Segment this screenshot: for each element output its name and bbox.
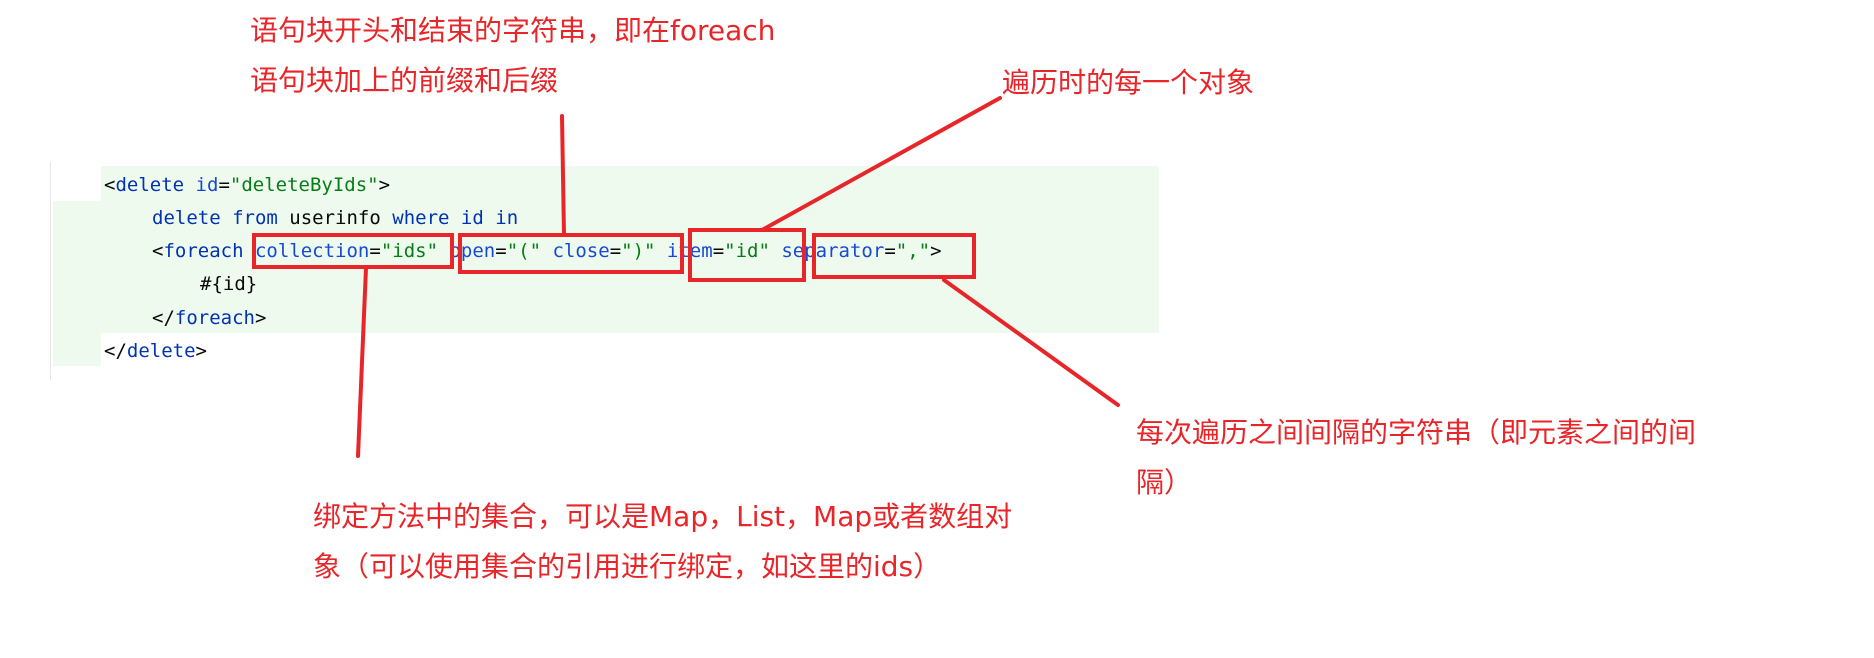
code-token: > (195, 340, 207, 362)
annotation-line: 语句块开头和结束的字符串，即在foreach (250, 14, 776, 47)
open-close-highlight-box (458, 233, 684, 274)
collection-annotation: 绑定方法中的集合，可以是Map，List，Map或者数组对 象（可以使用集合的引… (313, 492, 1073, 592)
code-line-foreach-open: <foreach collection="ids" open="(" close… (152, 235, 942, 268)
code-token: "ids" (380, 240, 439, 262)
annotation-line: 绑定方法中的集合，可以是Map，List，Map或者数组对 (313, 500, 1013, 533)
code-token: < (152, 240, 164, 262)
code-token: delete (115, 174, 185, 196)
code-token: from (232, 207, 278, 229)
line-highlight (101, 166, 1159, 201)
code-token: separator (781, 240, 885, 262)
code-token: </ (104, 340, 127, 362)
code-line-delete-open: <delete id="deleteByIds"> (104, 169, 390, 202)
annotation-line: 语句块加上的前缀和后缀 (250, 64, 559, 97)
code-token: id (195, 174, 219, 196)
code-line-sql: delete from userinfo where id in (152, 202, 518, 235)
separator-highlight-box (812, 233, 976, 279)
annotation-line: 象（可以使用集合的引用进行绑定，如这里的ids） (313, 550, 942, 583)
code-token: "(" (506, 240, 542, 262)
item-annotation: 遍历时的每一个对象 (1002, 66, 1255, 99)
code-token: = (884, 240, 896, 262)
annotation-line: 隔） (1136, 466, 1193, 499)
code-token: collection (254, 240, 370, 262)
code-token: delete (152, 207, 221, 229)
code-line-delete-close: </delete> (104, 335, 207, 368)
item-connector (760, 96, 1002, 232)
code-token: userinfo (277, 207, 393, 229)
code-token: = (369, 240, 381, 262)
open-close-connector (560, 114, 566, 237)
code-token: id (460, 207, 484, 229)
code-line-foreach-close: </foreach> (152, 302, 266, 335)
annotation-line: 每次遍历之间间隔的字符串（即元素之间的间 (1136, 416, 1697, 449)
code-token: ")" (621, 240, 656, 262)
item-highlight-box (688, 228, 806, 282)
code-token: "," (895, 240, 931, 262)
code-token: > (930, 240, 942, 262)
code-token: delete (126, 340, 196, 362)
code-token: "deleteByIds" (229, 174, 379, 196)
collection-connector (356, 266, 368, 458)
code-token: foreach (174, 307, 255, 329)
code-token: in (495, 207, 519, 229)
code-token: </ (152, 307, 175, 329)
line-highlight (53, 333, 101, 366)
code-token: = (712, 240, 725, 262)
code-token: < (104, 174, 116, 196)
editor-gutter-line (50, 162, 51, 380)
code-token: "id" (724, 240, 770, 262)
code-token: where (392, 207, 450, 229)
separator-connector (942, 278, 1120, 407)
code-token: = (495, 240, 507, 262)
collection-highlight-box (252, 233, 454, 269)
code-line-placeholder: #{id} (200, 273, 258, 295)
code-token: = (218, 174, 230, 196)
code-token: = (609, 240, 622, 262)
code-token: > (254, 307, 267, 329)
code-token: > (378, 174, 391, 196)
code-token: close (552, 240, 610, 262)
open-close-annotation: 语句块开头和结束的字符串，即在foreach 语句块加上的前缀和后缀 (250, 6, 810, 106)
code-token: foreach (163, 240, 244, 262)
separator-annotation: 每次遍历之间间隔的字符串（即元素之间的间 隔） (1136, 408, 1736, 508)
